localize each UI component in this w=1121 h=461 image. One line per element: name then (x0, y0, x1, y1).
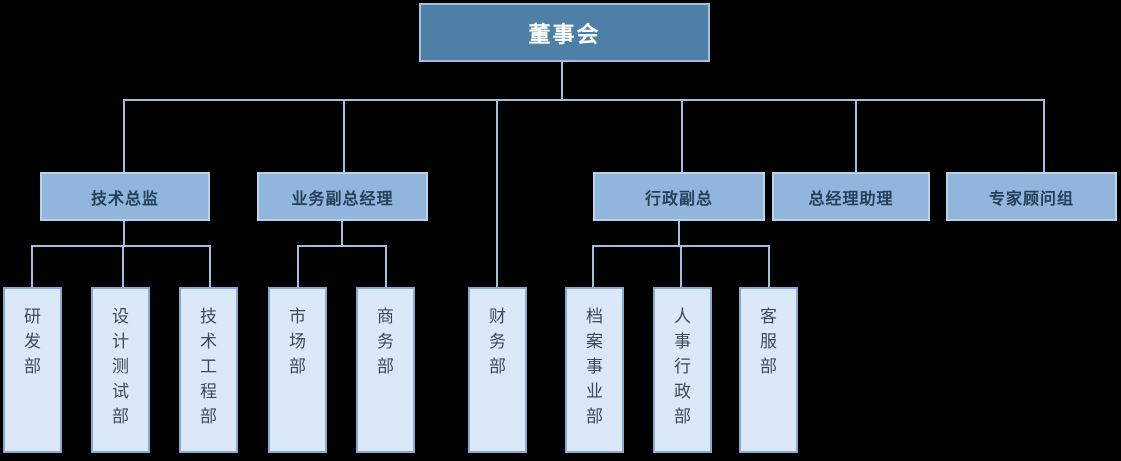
org-node-commerce-dept: 商务部 (356, 287, 415, 453)
connector-drop-business-vgm (343, 100, 345, 172)
connector-stem-admin-vp (678, 221, 680, 246)
org-node-expert-group-label: 专家顾问组 (988, 188, 1074, 208)
org-node-hr-admin-dept-label: 人事行政部 (674, 307, 691, 427)
connector-rail-business-vgm (297, 245, 387, 247)
org-node-tech-eng-dept-label: 技术工程部 (200, 307, 217, 427)
org-node-design-test-dept-label: 设计测试部 (112, 307, 129, 427)
org-node-finance-dept-label: 财务部 (489, 307, 506, 377)
org-node-archives-dept: 档案事业部 (565, 287, 624, 453)
org-node-customer-service-dept: 客服部 (739, 287, 798, 453)
org-node-rd-dept-label: 研发部 (24, 307, 41, 377)
org-node-commerce-dept-label: 商务部 (377, 307, 394, 377)
org-node-admin-vp-label: 行政副总 (644, 188, 713, 208)
org-node-tech-eng-dept: 技术工程部 (179, 287, 238, 453)
org-node-customer-service-dept-label: 客服部 (760, 307, 777, 377)
org-node-gm-assistant-label: 总经理助理 (808, 188, 894, 208)
org-node-finance-dept: 财务部 (468, 287, 527, 453)
connector-drop-tech-eng-dept (209, 246, 211, 287)
connector-drop-design-test-dept (122, 246, 124, 287)
org-node-board: 董事会 (419, 3, 710, 62)
connector-drop-expert-group (1043, 100, 1045, 172)
connector-main-rail (123, 99, 1045, 101)
org-node-design-test-dept: 设计测试部 (91, 287, 150, 453)
org-node-admin-vp: 行政副总 (593, 172, 765, 221)
connector-drop-commerce-dept (385, 246, 387, 287)
connector-drop-rd-dept (31, 246, 33, 287)
org-node-tech-director: 技术总监 (40, 172, 210, 221)
connector-drop-customer-service-dept (768, 246, 770, 287)
org-node-expert-group: 专家顾问组 (946, 172, 1117, 221)
connector-stem-tech-director (123, 221, 125, 246)
connector-drop-finance-dept (496, 100, 498, 287)
org-node-rd-dept: 研发部 (3, 287, 62, 453)
org-node-archives-dept-label: 档案事业部 (586, 307, 603, 427)
connector-rail-tech-director (31, 245, 211, 247)
connector-stem-business-vgm (341, 221, 343, 246)
org-node-business-vgm-label: 业务副总经理 (291, 188, 394, 208)
connector-drop-admin-vp (681, 100, 683, 172)
connector-drop-tech-director (123, 100, 125, 172)
org-node-hr-admin-dept: 人事行政部 (653, 287, 712, 453)
org-node-business-vgm: 业务副总经理 (257, 172, 428, 221)
connector-root-stem (561, 62, 563, 100)
org-node-board-label: 董事会 (528, 22, 601, 48)
connector-drop-archives-dept (592, 246, 594, 287)
connector-drop-gm-assistant (855, 100, 857, 172)
connector-drop-marketing-dept (297, 246, 299, 287)
connector-drop-hr-admin-dept (680, 246, 682, 287)
org-node-marketing-dept-label: 市场部 (289, 307, 306, 377)
org-node-marketing-dept: 市场部 (268, 287, 327, 453)
org-node-tech-director-label: 技术总监 (90, 188, 159, 208)
org-node-gm-assistant: 总经理助理 (772, 172, 930, 221)
